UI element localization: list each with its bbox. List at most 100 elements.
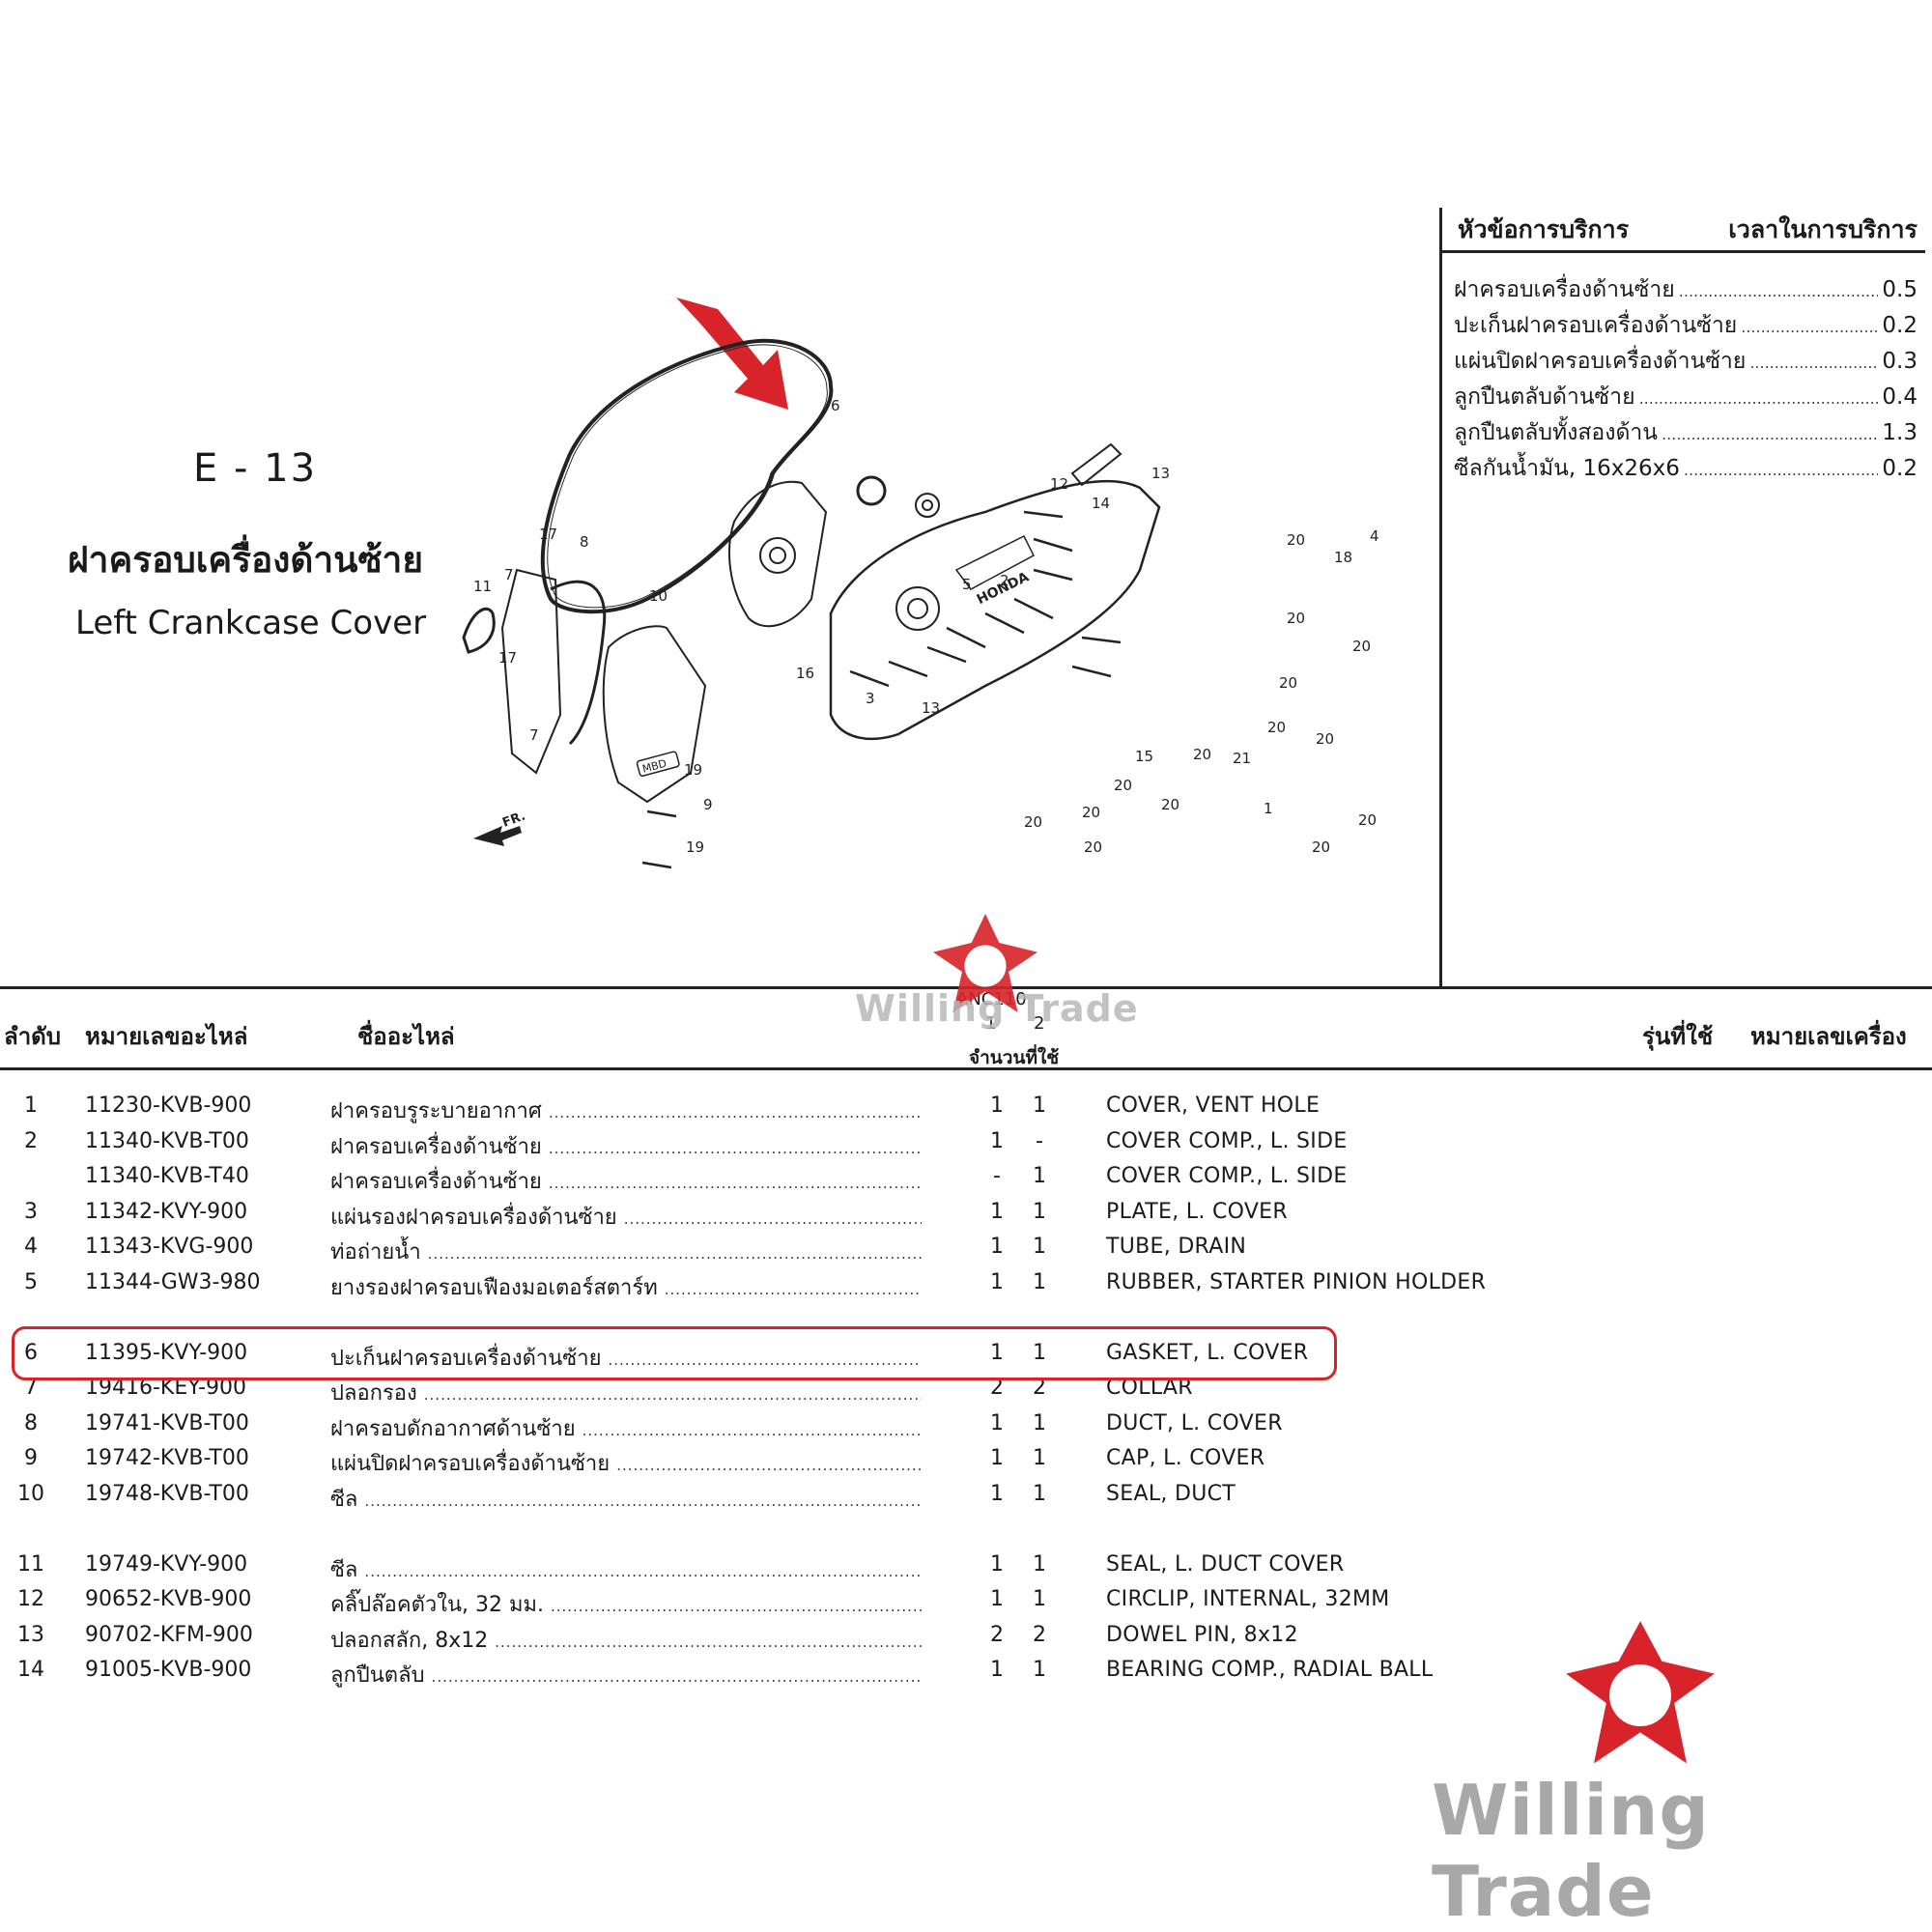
cell-english-name: CAP, L. COVER — [1106, 1446, 1265, 1470]
leader-dots: ........................................… — [616, 1457, 922, 1474]
cell-part-name-text: ท่อถ่ายน้ำ — [330, 1240, 421, 1264]
cell-part-name: ยางรองฝาครอบเฟืองมอเตอร์สตาร์ท .........… — [330, 1270, 922, 1304]
column-header-part-no: หมายเลขอะไหล่ — [85, 1023, 248, 1050]
cell-qty-1: 1 — [990, 1235, 1004, 1259]
watermark-text-small: Willing Trade — [855, 987, 1139, 1030]
callout-number: 2 — [1000, 572, 1009, 589]
cell-seq: 4 — [24, 1235, 38, 1259]
cell-english-name: DUCT, L. COVER — [1106, 1410, 1283, 1435]
leader-dots: ........................................… — [1678, 282, 1879, 300]
leader-dots: ........................................… — [608, 1350, 922, 1369]
cell-part-name-text: ฝาครอบเครื่องด้านซ้าย — [330, 1134, 542, 1159]
cell-qty-1: 1 — [990, 1481, 1004, 1506]
callout-number: 9 — [703, 796, 713, 813]
service-item-label: ลูกปืนตลับทั้งสองด้าน — [1454, 420, 1659, 445]
cell-qty-1: - — [993, 1164, 1001, 1188]
column-header-engine-no: หมายเลขเครื่อง — [1750, 1023, 1907, 1050]
column-header-seq: ลำดับ — [4, 1023, 62, 1050]
leader-dots: ........................................… — [664, 1280, 922, 1298]
callout-number: 20 — [1287, 610, 1305, 627]
drain-tube-part — [1070, 442, 1122, 487]
service-item-time: 0.2 — [1882, 313, 1918, 338]
cell-part-no: 19741-KVB-T00 — [85, 1410, 249, 1435]
callout-number: 6 — [831, 397, 840, 414]
cell-part-name: แผ่นรองฝาครอบเครื่องด้านซ้าย ...........… — [330, 1200, 922, 1234]
cell-part-name: ปลอกสลัก, 8x12 .........................… — [330, 1623, 922, 1657]
exploded-parts-diagram: MBD HONDA FR. 6 17 8 11 7 17 10 7 16 3 5 — [462, 298, 1379, 869]
cell-qty-2: 1 — [1033, 1199, 1046, 1224]
cell-part-name: ฝาครอบเครื่องด้านซ้าย ..................… — [330, 1129, 922, 1163]
cell-part-name: ฝาครอบเครื่องด้านซ้าย ..................… — [330, 1164, 922, 1198]
leader-dots: ........................................… — [1683, 461, 1879, 479]
cell-seq: 12 — [17, 1587, 44, 1611]
cell-qty-2: 1 — [1033, 1094, 1046, 1118]
cell-part-no: 11340-KVB-T00 — [85, 1128, 249, 1153]
cell-part-no: 11344-GW3-980 — [85, 1269, 261, 1294]
cell-qty-2: 1 — [1033, 1587, 1046, 1611]
cell-qty-1: 1 — [990, 1410, 1004, 1435]
service-item: ฝาครอบเครื่องด้านซ้าย...................… — [1454, 272, 1918, 308]
table-row: 6 11395-KVY-900 ปะเก็นฝาครอบเครื่องด้านซ้า… — [0, 1339, 1932, 1375]
cell-part-name-text: ซีล — [330, 1557, 358, 1582]
leader-dots: ........................................… — [495, 1633, 922, 1651]
cell-english-name: SEAL, DUCT — [1106, 1481, 1236, 1506]
column-header-name: ชื่ออะไหล่ — [357, 1023, 455, 1050]
callout-number: 19 — [686, 838, 704, 856]
cell-part-name: ปะเก็นฝาครอบเครื่องด้านซ้าย ............… — [330, 1341, 922, 1375]
cell-qty-1: 1 — [990, 1658, 1004, 1682]
callout-number: 15 — [1135, 748, 1153, 765]
cell-part-name: คลิ๊ปล๊อคตัวใน, 32 มม. .................… — [330, 1587, 922, 1621]
table-row: 8 19741-KVB-T00 ฝาครอบดักอากาศด้านซ้าย ...… — [0, 1409, 1932, 1445]
leader-dots: ........................................… — [623, 1209, 922, 1228]
cell-part-no: 19742-KVB-T00 — [85, 1446, 249, 1470]
callout-number: 7 — [529, 726, 539, 744]
callout-number: 17 — [498, 649, 517, 667]
callout-number: 7 — [504, 566, 514, 583]
cell-qty-2: 2 — [1033, 1376, 1046, 1400]
cell-qty-2: 1 — [1033, 1164, 1046, 1188]
cell-part-name: ฝาครอบรูระบายอากาศ .....................… — [330, 1094, 922, 1127]
cell-part-name-text: ยางรองฝาครอบเฟืองมอเตอร์สตาร์ท — [330, 1275, 658, 1300]
cell-qty-1: 1 — [990, 1094, 1004, 1118]
cell-part-name: ลูกปืนตลับ .............................… — [330, 1658, 922, 1691]
callout-number: 5 — [962, 576, 972, 593]
callout-number: 20 — [1287, 531, 1305, 549]
leader-dots: ........................................… — [431, 1668, 922, 1686]
bearing-part — [915, 493, 940, 518]
cell-seq: 6 — [24, 1340, 38, 1365]
leader-dots: ........................................… — [548, 1175, 922, 1192]
callout-number: 18 — [1334, 549, 1352, 566]
cell-english-name: PLATE, L. COVER — [1106, 1199, 1288, 1224]
service-item: ซีลกันน้ำมัน, 16x26x6...................… — [1454, 451, 1918, 487]
cell-qty-1: 1 — [990, 1340, 1004, 1365]
callout-number: 4 — [1370, 527, 1379, 545]
main-cover-part — [829, 479, 1161, 741]
cell-part-name: ฝาครอบดักอากาศด้านซ้าย .................… — [330, 1411, 922, 1445]
cell-english-name: DOWEL PIN, 8x12 — [1106, 1622, 1298, 1647]
cell-qty-1: 1 — [990, 1551, 1004, 1577]
cell-part-name: แผ่นปิดฝาครอบเครื่องด้านซ้าย ...........… — [330, 1446, 922, 1480]
callout-number: 20 — [1267, 719, 1286, 736]
willing-trade-logo-icon — [933, 914, 1037, 1012]
cell-seq: 8 — [24, 1410, 38, 1435]
leader-dots: ........................................… — [1662, 425, 1879, 443]
leader-dots: ........................................… — [550, 1598, 922, 1615]
cell-part-no: 11395-KVY-900 — [85, 1340, 248, 1365]
red-arrow-icon — [676, 298, 788, 410]
cell-part-name: ซีล ....................................… — [330, 1482, 922, 1516]
callout-number: 3 — [866, 690, 875, 707]
cell-english-name: TUBE, DRAIN — [1106, 1235, 1247, 1259]
callout-number: 20 — [1084, 838, 1102, 856]
callout-number: 12 — [1050, 475, 1068, 493]
highlight-row-outline — [12, 1326, 1337, 1380]
plate-part — [728, 480, 828, 628]
callout-number: 20 — [1114, 777, 1132, 794]
cap-part — [602, 625, 707, 804]
callout-number: 20 — [1358, 811, 1377, 829]
section-code: E - 13 — [193, 446, 318, 491]
leader-dots: ........................................… — [582, 1421, 922, 1439]
